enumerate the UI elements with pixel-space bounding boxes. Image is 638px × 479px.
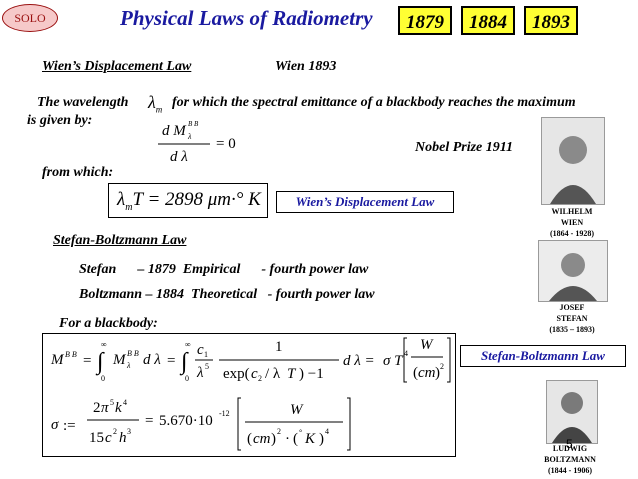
svg-text:λ: λ — [196, 365, 204, 381]
svg-text:λ: λ — [126, 361, 131, 370]
svg-text:d λ: d λ — [143, 352, 161, 368]
portrait-figure-icon — [539, 241, 607, 301]
svg-text:d λ =: d λ = — [343, 353, 375, 369]
svg-text:c: c — [251, 366, 258, 382]
svg-text:M: M — [50, 352, 65, 368]
wien-formula: λmT = 2898 μm·° K — [117, 189, 261, 213]
svg-text:σ: σ — [51, 417, 59, 433]
sigma-exponent: -12 — [219, 409, 230, 418]
stefan-portrait — [538, 240, 608, 302]
svg-text:0: 0 — [185, 374, 189, 383]
solo-badge: SOLO — [2, 4, 58, 32]
year-box-1879: 1879 — [398, 6, 452, 35]
svg-text:cm: cm — [418, 365, 436, 381]
svg-text:4: 4 — [404, 349, 408, 358]
wavelength-sentence-start: The wavelength — [37, 95, 129, 110]
svg-text:=: = — [145, 413, 153, 429]
svg-text:) −1: ) −1 — [299, 366, 324, 382]
boltzmann-line: Boltzmann – 1884 Theoretical - fourth po… — [79, 287, 375, 302]
svg-text:1: 1 — [275, 339, 283, 355]
svg-text:5: 5 — [110, 398, 114, 407]
stefan-boltzmann-law-label: Stefan-Boltzmann Law — [460, 345, 626, 367]
sigma-value: 5.670·10 — [159, 413, 213, 429]
svg-text:2: 2 — [113, 427, 117, 436]
svg-text:°: ° — [299, 428, 302, 437]
svg-text:cm: cm — [253, 431, 271, 447]
svg-text:): ) — [435, 365, 440, 381]
svg-text:1: 1 — [204, 350, 208, 359]
svg-text:d M: d M — [162, 123, 187, 139]
svg-text:0: 0 — [101, 374, 105, 383]
svg-text:B B: B B — [188, 120, 199, 128]
svg-text:=: = — [83, 353, 91, 369]
wavelength-sentence-end: for which the spectral emittance of a bl… — [172, 95, 576, 110]
derivative-formula: d M λ B B d λ = 0 — [158, 120, 236, 165]
svg-text:σ T: σ T — [383, 353, 404, 369]
svg-text:2: 2 — [93, 400, 101, 416]
svg-text:(: ( — [413, 365, 418, 381]
lambda-m-symbol: λm — [148, 92, 163, 115]
portrait-figure-icon — [547, 381, 597, 443]
wien-section-title: Wien’s Displacement Law — [42, 59, 192, 74]
wien-law-label: Wien’s Displacement Law — [276, 191, 454, 213]
wien-year-note: Wien 1893 — [275, 59, 337, 74]
svg-text::=: := — [63, 418, 76, 434]
svg-text:2: 2 — [440, 362, 444, 371]
svg-text:π: π — [101, 400, 109, 416]
stefan-line: Stefan – 1879 Empirical - fourth power l… — [79, 262, 369, 277]
svg-text:M: M — [112, 352, 127, 368]
svg-text:2: 2 — [258, 374, 262, 383]
nobel-prize-note: Nobel Prize 1911 — [415, 140, 513, 155]
svg-text:∫: ∫ — [179, 349, 189, 376]
svg-text:/ λ: / λ — [265, 366, 281, 382]
svg-text:(: ( — [247, 431, 252, 447]
svg-text:(: ( — [293, 431, 298, 447]
wien-formula-box: λmT = 2898 μm·° K — [108, 183, 268, 218]
page-number: 5 — [566, 437, 573, 451]
svg-text:2: 2 — [277, 427, 281, 436]
stefan-boltzmann-formula-box: M B B = ∫ ∞ 0 M λ B B d λ = ∫ ∞ 0 c 1 λ … — [42, 333, 456, 457]
svg-text:∞: ∞ — [101, 340, 107, 349]
svg-text:∞: ∞ — [185, 340, 191, 349]
page-title: Physical Laws of Radiometry — [120, 6, 373, 30]
svg-text:): ) — [319, 431, 324, 447]
boltzmann-portrait — [546, 380, 598, 444]
svg-text:K: K — [304, 431, 316, 447]
svg-text:exp(: exp( — [223, 366, 250, 382]
svg-text:4: 4 — [325, 427, 329, 436]
stefan-boltzmann-formula: M B B = ∫ ∞ 0 M λ B B d λ = ∫ ∞ 0 c 1 λ … — [50, 337, 451, 451]
stefan-boltzmann-section-title: Stefan-Boltzmann Law — [53, 233, 187, 248]
svg-text:c: c — [197, 342, 204, 358]
year-box-1893: 1893 — [524, 6, 578, 35]
svg-text:3: 3 — [127, 427, 131, 436]
svg-text:h: h — [119, 430, 127, 446]
for-blackbody-label: For a blackbody: — [59, 316, 158, 331]
svg-text:·: · — [285, 431, 290, 447]
svg-text:T: T — [287, 366, 297, 382]
svg-text:4: 4 — [123, 398, 127, 407]
wavelength-sentence-line2: is given by: — [27, 113, 93, 128]
year-box-1884: 1884 — [461, 6, 515, 35]
wien-portrait — [541, 117, 605, 205]
svg-text:): ) — [271, 431, 276, 447]
svg-text:5: 5 — [205, 362, 209, 371]
svg-text:B B: B B — [65, 350, 77, 359]
svg-text:k: k — [115, 400, 122, 416]
from-which-label: from which: — [42, 165, 114, 180]
svg-text:W: W — [420, 337, 434, 353]
svg-text:15: 15 — [89, 430, 104, 446]
svg-text:∫: ∫ — [95, 349, 105, 376]
svg-text:=: = — [167, 353, 175, 369]
svg-text:B B: B B — [127, 349, 139, 358]
svg-text:d λ: d λ — [170, 149, 188, 165]
svg-text:c: c — [105, 430, 112, 446]
svg-text:W: W — [290, 402, 304, 418]
svg-text:= 0: = 0 — [216, 136, 236, 152]
portrait-figure-icon — [542, 118, 604, 204]
svg-text:λ: λ — [187, 132, 192, 141]
